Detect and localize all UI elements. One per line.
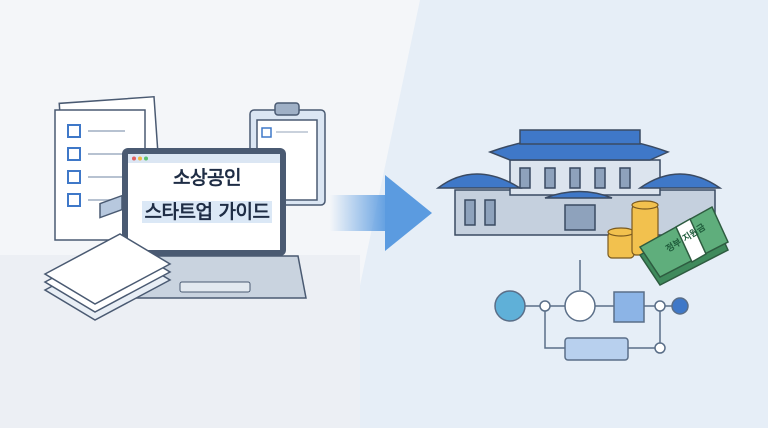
laptop-screen-subtitle: 스타트업 가이드 <box>132 197 282 224</box>
laptop-screen-title: 소상공인 <box>173 167 241 189</box>
arrow-shaft <box>330 195 390 231</box>
arrow-right-icon <box>385 175 432 251</box>
government-building-icon <box>435 129 723 236</box>
process-flow-diagram-icon <box>494 260 689 361</box>
laptop-screen-subtitle-text: 스타트업 가이드 <box>141 201 273 223</box>
money-stack-icon <box>638 205 729 286</box>
document-stack-icon <box>43 194 172 321</box>
